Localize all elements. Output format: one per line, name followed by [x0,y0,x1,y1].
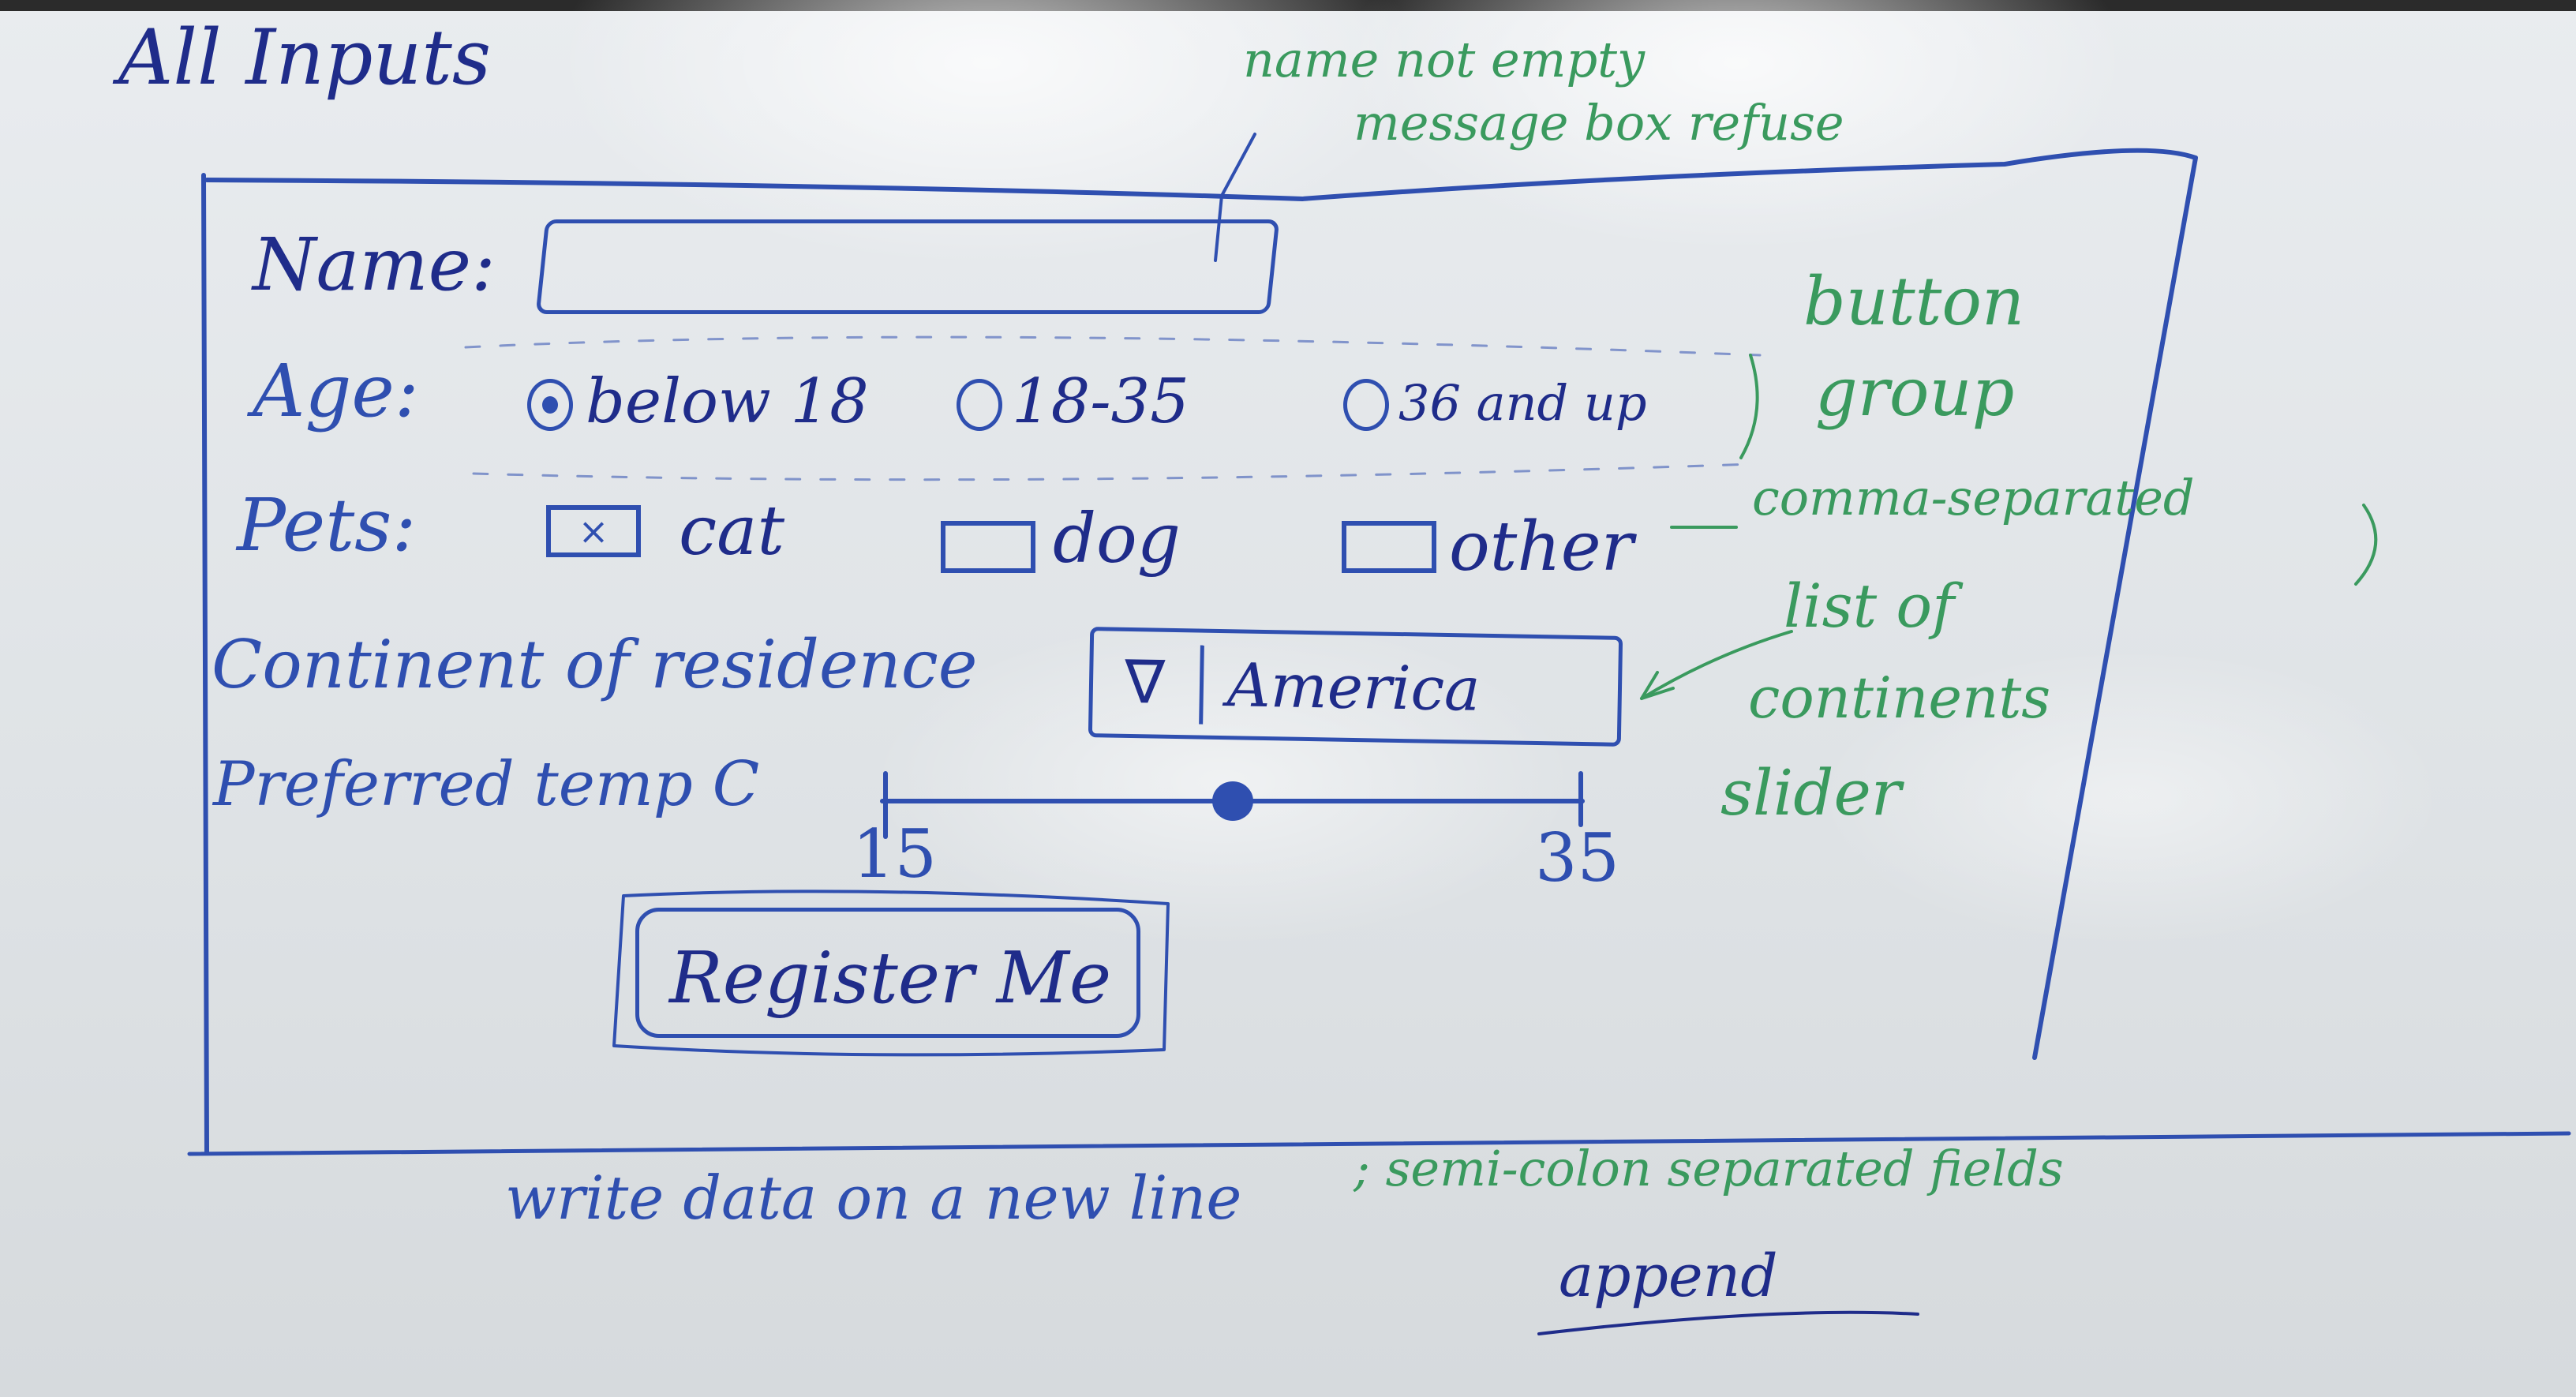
pet-checkbox-dog[interactable] [941,521,1035,573]
pet-option-label: other [1449,507,1634,586]
temp-min-label: 15 [852,815,937,893]
temp-label: Preferred temp C [213,749,760,820]
continent-label: Continent of residence [212,626,978,703]
continent-selected-value: America [1226,650,1481,725]
bottom-note-append: append [1559,1242,1778,1310]
button-group-note-line2: group [1815,354,2015,431]
age-label: Age: [253,349,419,433]
register-button[interactable]: Register Me [635,908,1140,1038]
dropdown-arrow-icon: ∇ [1124,646,1166,717]
pet-option-label: dog [1053,500,1181,579]
pets-label: Pets: [237,483,417,567]
name-note-line2: message box refuse [1354,94,1844,152]
age-option-label: 18-35 [1012,366,1189,437]
name-label: Name: [253,223,496,307]
age-option-label: 36 and up [1398,374,1647,432]
bottom-note-blue: write data on a new line [505,1163,1242,1233]
radio-selected-dot [542,396,558,414]
pet-checkbox-cat[interactable]: × [546,505,641,557]
dropdown-divider [1199,645,1204,725]
continent-note-line2: continents [1748,665,2051,731]
button-group-note-line1: button [1803,263,2025,340]
temp-slider-thumb[interactable] [1211,781,1253,821]
pet-option-label: cat [679,492,784,571]
temp-max-label: 35 [1535,819,1619,897]
age-radio-36-and-up[interactable] [1343,379,1389,431]
board-title: All Inputs [118,13,492,102]
age-radio-below-18[interactable] [527,379,573,431]
pet-checkbox-other[interactable] [1342,521,1436,573]
continent-note-line1: list of [1784,571,1955,641]
name-note-line1: name not empty [1243,31,1646,88]
slider-note: slider [1720,756,1902,830]
register-button-label: Register Me [669,937,1112,1020]
age-radio-18-35[interactable] [957,379,1002,431]
bottom-note-green: ; semi-colon separated fields [1354,1140,2064,1197]
age-option-label: below 18 [586,366,869,437]
temp-slider-track[interactable] [882,781,1582,821]
name-input[interactable] [535,219,1280,314]
pets-note: comma-separated [1752,469,2195,526]
checkbox-x-mark: × [578,510,609,552]
continent-dropdown[interactable]: ∇ America [1088,627,1623,747]
